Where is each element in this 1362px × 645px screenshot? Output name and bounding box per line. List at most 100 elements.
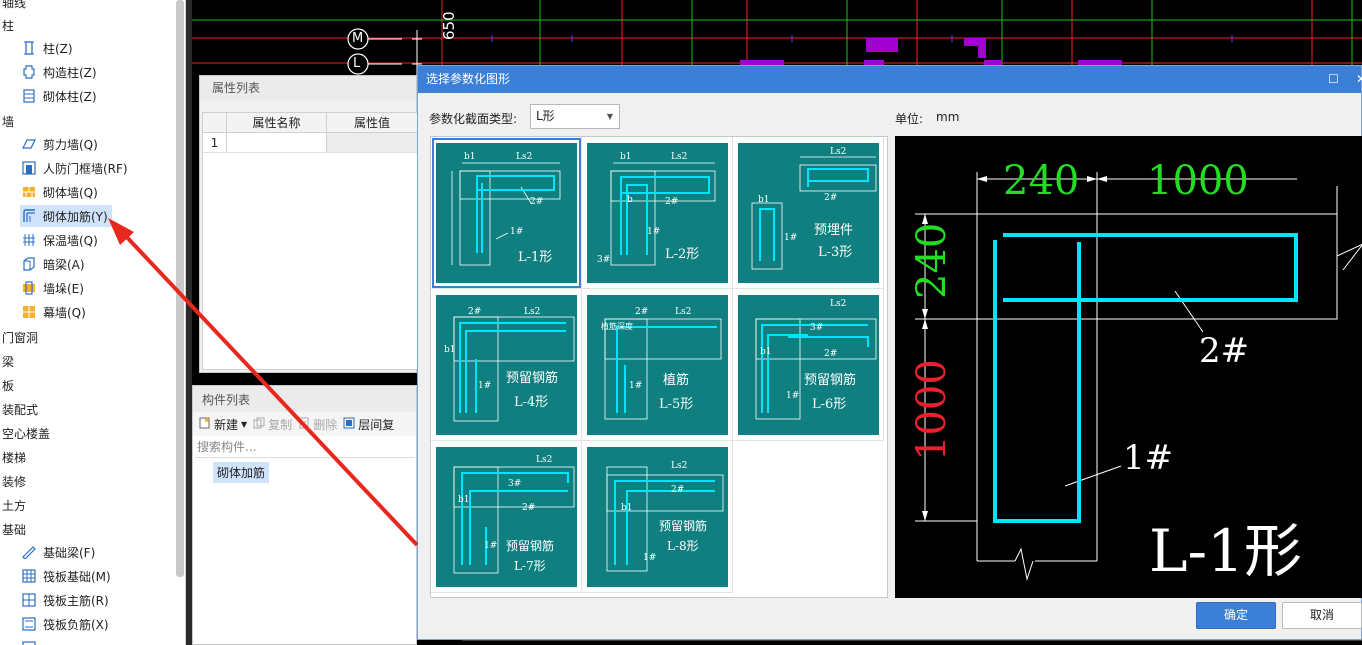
component-search-input[interactable]: 搜索构件... (195, 438, 415, 458)
close-icon[interactable]: ✕ (1356, 72, 1362, 86)
component-list-title: 构件列表 (193, 386, 416, 412)
shape-option-l7[interactable]: Ls2 3# 2# b1 1# 预留钢筋 L-7形 (431, 441, 582, 593)
tree-category-earthwork[interactable]: 土方 (2, 499, 27, 513)
tree-item-raft-main-rebar[interactable]: 筏板主筋(R) (20, 589, 113, 611)
tree-item-partial[interactable] (20, 637, 47, 645)
tree-item-curtain-wall[interactable]: 幕墙(Q) (20, 301, 90, 323)
tree-item-label: 砌体柱(Z) (43, 89, 97, 104)
shape-option-l2[interactable]: b1 Ls2 b 2# 1# 3# L-2形 (582, 137, 733, 289)
tree-item-label: 人防门框墙(RF) (43, 161, 128, 176)
preview-dim-top-right: 1000 (1147, 158, 1249, 204)
shape-thumbnail: Ls2 2# b1 1# 预留钢筋 L-8形 (587, 447, 728, 587)
dialog-title: 选择参数化图形 (426, 72, 511, 86)
wall-pier-icon (22, 281, 36, 295)
tree-category-column[interactable]: 柱 (2, 19, 15, 33)
preview-dim-left-bottom: 1000 (909, 359, 955, 461)
property-panel-title: 属性列表 (200, 76, 416, 100)
delete-button[interactable]: 删除 (298, 416, 337, 433)
tree-category-hollow-cover[interactable]: 空心楼盖 (2, 427, 51, 441)
tree-category-door-window[interactable]: 门窗洞 (2, 331, 39, 345)
raft-foundation-icon (22, 569, 36, 583)
section-type-label: 参数化截面类型: (429, 112, 518, 126)
tree-category-wall[interactable]: 墙 (2, 115, 15, 129)
tree-item-shear-wall[interactable]: 剪力墙(Q) (20, 133, 102, 155)
tree-item-column[interactable]: 柱(Z) (20, 37, 77, 59)
shape-option-l5[interactable]: 植筋深度 2# Ls2 1# 植筋 L-5形 (582, 289, 733, 441)
tree-item-masonry-column[interactable]: 砌体柱(Z) (20, 85, 101, 107)
unit-value: mm (936, 110, 960, 124)
tree-category-beam[interactable]: 梁 (2, 355, 15, 369)
tree-item-label: 砌体加筋(Y) (43, 209, 108, 224)
shape-gallery: b1 Ls2 2# 1# L-1形 b1 Ls2 b (430, 136, 888, 598)
select-parametric-shape-dialog: 选择参数化图形 ☐ ✕ 参数化截面类型: L形 ▼ 单位: mm (417, 65, 1362, 640)
preview-drawing (915, 172, 1362, 581)
dialog-title-bar[interactable]: 选择参数化图形 ☐ ✕ (418, 66, 1362, 93)
tree-item-raft-foundation[interactable]: 筏板基础(M) (20, 565, 115, 587)
index-header (203, 113, 227, 132)
tree-item-label: 保温墙(Q) (43, 233, 98, 248)
section-type-select[interactable]: L形 ▼ (530, 104, 620, 129)
component-list-item[interactable]: 砌体加筋 (213, 462, 270, 483)
component-toolbar: 新建 ▼ 复制 删除 层间复 (193, 412, 416, 436)
column-icon (22, 41, 36, 55)
preview-dim-left-top: 240 (909, 222, 955, 299)
shape-option-l4[interactable]: 2# Ls2 b1 1# 预留钢筋 L-4形 (431, 289, 582, 441)
tree-item-masonry-reinforcement[interactable]: 砌体加筋(Y) (20, 205, 112, 227)
tree-category-prefab[interactable]: 装配式 (2, 403, 39, 417)
tree-item-masonry-wall[interactable]: 砌体墙(Q) (20, 181, 102, 203)
new-dropdown-icon: ▼ (241, 419, 248, 429)
tree-item-raft-negative-rebar[interactable]: 筏板负筋(X) (20, 613, 113, 635)
shape-option-l8[interactable]: Ls2 2# b1 1# 预留钢筋 L-8形 (582, 441, 733, 593)
tree-item-label: 剪力墙(Q) (43, 137, 98, 152)
raft-negative-rebar-icon (22, 617, 36, 631)
tree-category-foundation[interactable]: 基础 (2, 523, 27, 537)
shape-option-l3[interactable]: Ls2 b1 2# 1# 预埋件 L-3形 (733, 137, 884, 289)
floor-copy-button[interactable]: 层间复 (343, 416, 394, 433)
tree-item-label: 筏板基础(M) (43, 569, 111, 584)
shape-option-l1[interactable]: b1 Ls2 2# 1# L-1形 (431, 137, 582, 289)
tree-category-slab[interactable]: 板 (2, 379, 15, 393)
tree-scrollbar[interactable] (176, 0, 184, 577)
property-row[interactable]: 1 (203, 133, 417, 153)
tree-category-axis[interactable]: 轴线 (2, 0, 27, 10)
ok-button[interactable]: 确定 (1196, 602, 1276, 629)
property-panel: 属性列表 属性名称 属性值 1 (199, 75, 418, 373)
shape-thumbnail: Ls2 b1 2# 1# 预埋件 L-3形 (738, 143, 879, 283)
copy-button[interactable]: 复制 (253, 416, 292, 433)
cancel-button[interactable]: 取消 (1282, 602, 1362, 629)
masonry-column-icon (22, 89, 36, 103)
property-name-cell[interactable] (227, 133, 327, 152)
tree-category-decoration[interactable]: 装修 (2, 475, 27, 489)
component-list-panel: 构件列表 新建 ▼ 复制 删除 层间复 搜索构件... 砌体加筋 (192, 385, 417, 645)
chevron-down-icon: ▼ (606, 112, 613, 121)
tree-item-constructional-column[interactable]: 构造柱(Z) (20, 61, 101, 83)
floor-copy-icon (343, 417, 355, 432)
tree-item-wall-pier[interactable]: 墙垛(E) (20, 277, 88, 299)
copy-icon (253, 417, 265, 432)
tree-item-label: 筏板负筋(X) (43, 617, 109, 632)
curtain-wall-icon (22, 305, 36, 319)
tree-item-insulation-wall[interactable]: 保温墙(Q) (20, 229, 102, 251)
maximize-icon[interactable]: ☐ (1328, 72, 1339, 86)
tree-item-foundation-beam[interactable]: 基础梁(F) (20, 541, 99, 563)
civil-defense-door-icon (22, 161, 36, 175)
preview-rebar-1: 1# (1123, 438, 1174, 478)
masonry-reinforcement-icon (22, 209, 36, 223)
property-value-cell[interactable] (327, 133, 417, 152)
new-button[interactable]: 新建 ▼ (199, 416, 247, 433)
masonry-wall-icon (22, 185, 36, 199)
shape-thumbnail: Ls2 3# 2# b1 1# 预留钢筋 L-6形 (738, 295, 879, 435)
tree-item-hidden-beam[interactable]: 暗梁(A) (20, 253, 89, 275)
shape-option-l6[interactable]: Ls2 3# 2# b1 1# 预留钢筋 L-6形 (733, 289, 884, 441)
property-name-header: 属性名称 (227, 113, 327, 132)
shape-thumbnail: b1 Ls2 2# 1# L-1形 (436, 143, 577, 283)
tree-item-civil-defense-door-wall[interactable]: 人防门框墙(RF) (20, 157, 132, 179)
axis-label-l: L (353, 56, 361, 71)
tree-category-stair[interactable]: 楼梯 (2, 451, 27, 465)
shape-thumbnail: 2# Ls2 b1 1# 预留钢筋 L-4形 (436, 295, 577, 435)
shape-thumbnail: b1 Ls2 b 2# 1# 3# L-2形 (587, 143, 728, 283)
tree-item-label: 幕墙(Q) (43, 305, 86, 320)
tree-item-label: 基础梁(F) (43, 545, 96, 560)
hidden-beam-icon (22, 257, 36, 271)
component-tree: 轴线 柱 柱(Z) 构造柱(Z) 砌体柱(Z) 墙 剪力墙(Q) 人防门框墙(R… (0, 0, 186, 645)
